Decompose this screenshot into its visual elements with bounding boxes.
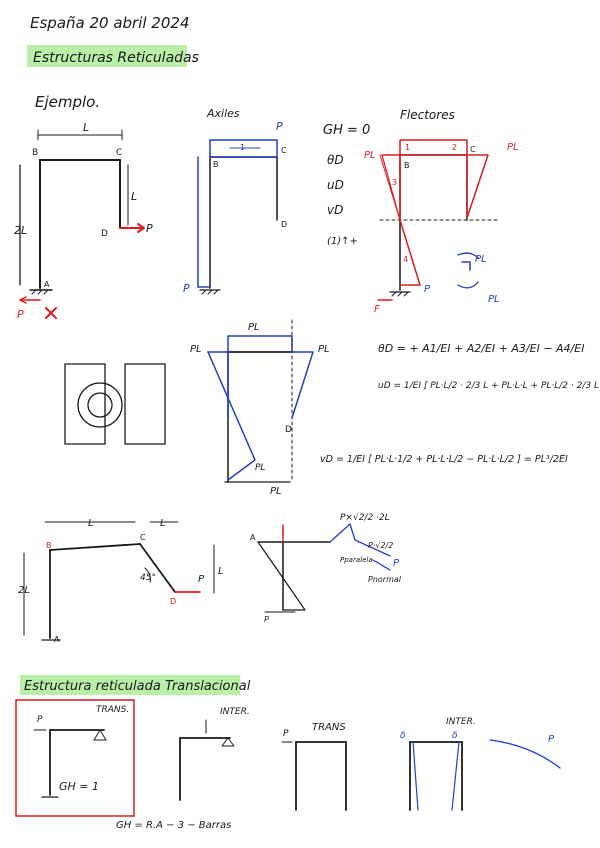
flect-P: P: [424, 284, 431, 295]
trans1-gh: GH = 1: [59, 780, 99, 793]
flect-C: C: [470, 145, 476, 154]
flect-1: 1: [405, 143, 410, 152]
node-D: D: [101, 229, 108, 239]
flectores-diagram: [377, 139, 501, 301]
node-C: C: [116, 148, 122, 158]
m2-PL-top: PL: [248, 322, 260, 333]
dim-L-side: L: [131, 190, 137, 203]
hinge-sketch: [64, 363, 166, 445]
axiles-C: C: [281, 146, 287, 155]
ex2-2L: 2L: [18, 585, 30, 596]
flect-PL-blue2: PL: [488, 294, 500, 305]
trans2-label: TRANS: [312, 722, 346, 733]
inter2-delta2: δ: [452, 731, 458, 741]
unknowns-extra: (1)↑+: [327, 236, 358, 247]
trans2-P: P: [283, 729, 289, 739]
inter2-delta1: δ: [400, 731, 406, 741]
axiles-P-top: P: [276, 120, 283, 133]
eq-v: vD = 1/EI [ PL·L·1/2 + PL·L·L/2 − PL·L·L…: [320, 454, 568, 465]
eq-u: uD = 1/EI [ PL·L/2 · 2/3 L + PL·L·L + PL…: [378, 381, 600, 391]
ex2-angle: 45°: [140, 573, 156, 583]
m2-D: D: [285, 425, 292, 435]
ex2-B: B: [46, 541, 52, 550]
flect-PL-blue1: PL: [475, 254, 487, 265]
ex2-L3: L: [218, 566, 224, 577]
ex2-C: C: [140, 533, 146, 542]
flectores-title: Flectores: [400, 108, 455, 122]
inter-frame-1: [179, 719, 235, 801]
reaction-P: P: [17, 308, 24, 321]
section2-highlight: [20, 675, 240, 695]
flect-F: F: [374, 304, 380, 315]
inter1-label: INTER.: [220, 707, 250, 717]
ex2-load: P: [198, 574, 205, 585]
axiles-diagram: [197, 139, 278, 295]
flect-3: 3: [392, 178, 397, 187]
axiles-B: B: [213, 160, 219, 169]
gh-formula: GH = R.A − 3 − Barras: [116, 820, 231, 831]
ex2-D: D: [170, 597, 176, 606]
page-title: Estructuras Reticuladas: [33, 50, 199, 66]
ex2-P-bot: P: [264, 615, 269, 624]
moment-diagram-3: [257, 523, 391, 613]
title-highlight: [27, 45, 187, 67]
node-B: B: [32, 148, 38, 158]
axiles-D: D: [281, 220, 287, 229]
ex2-moment-note: P×√2/2 ·2L: [340, 512, 390, 523]
flect-B: B: [404, 161, 410, 170]
load-P: P: [146, 222, 153, 235]
trans-frame-1: [33, 729, 107, 798]
flect-PL-right: PL: [507, 142, 519, 153]
date-text: España 20 abril 2024: [30, 14, 190, 32]
dim-2L: 2L: [14, 224, 27, 237]
axiles-P-bottom: P: [183, 282, 190, 295]
ex2-A: A: [54, 635, 60, 644]
unknown-u: uD: [327, 178, 344, 192]
moment-diagram-2: [207, 319, 314, 483]
node-A: A: [44, 280, 50, 289]
ex2-A-diag: A: [250, 533, 256, 542]
flect-4: 4: [403, 255, 408, 264]
inter2-label: INTER.: [446, 717, 476, 727]
frame-2: [23, 521, 215, 641]
axiles-title: Axiles: [206, 107, 240, 120]
ex2-p-diag: P·√2/2: [368, 541, 393, 550]
dim-L-top: L: [83, 121, 89, 134]
ex2-L: L: [88, 518, 94, 529]
unknown-theta: θD: [327, 153, 344, 167]
m2-PL-left: PL: [190, 344, 202, 355]
m2-PL-base: PL: [270, 486, 282, 497]
trans-box: [15, 699, 135, 817]
axiles-one: 1: [240, 143, 245, 152]
trans1-P: P: [37, 715, 43, 725]
frame-1: [19, 129, 145, 319]
ex2-L2: L: [160, 518, 166, 529]
trans-frame-2: [281, 741, 347, 811]
gh-0: GH = 0: [323, 123, 370, 138]
unknown-v: vD: [327, 203, 343, 217]
ex2-p-parallel: Pparalela: [340, 556, 373, 564]
trans1-label: TRANS.: [96, 705, 129, 715]
ex2-P-blue: P: [393, 558, 400, 569]
section2-title: Estructura reticulada Translacional: [24, 679, 251, 694]
ex2-p-perp: Pnormal: [368, 575, 402, 584]
example-label: Ejemplo.: [35, 93, 100, 111]
flect-PL-left: PL: [364, 150, 376, 161]
m2-PL-right: PL: [318, 344, 330, 355]
m2-PL-bot: PL: [255, 463, 265, 473]
flect-2: 2: [452, 143, 457, 152]
inter2-P: P: [548, 734, 555, 745]
inter-frame-2: [409, 739, 561, 811]
eq-theta: θD = + A1/EI + A2/EI + A3/EI − A4/EI: [378, 342, 584, 355]
